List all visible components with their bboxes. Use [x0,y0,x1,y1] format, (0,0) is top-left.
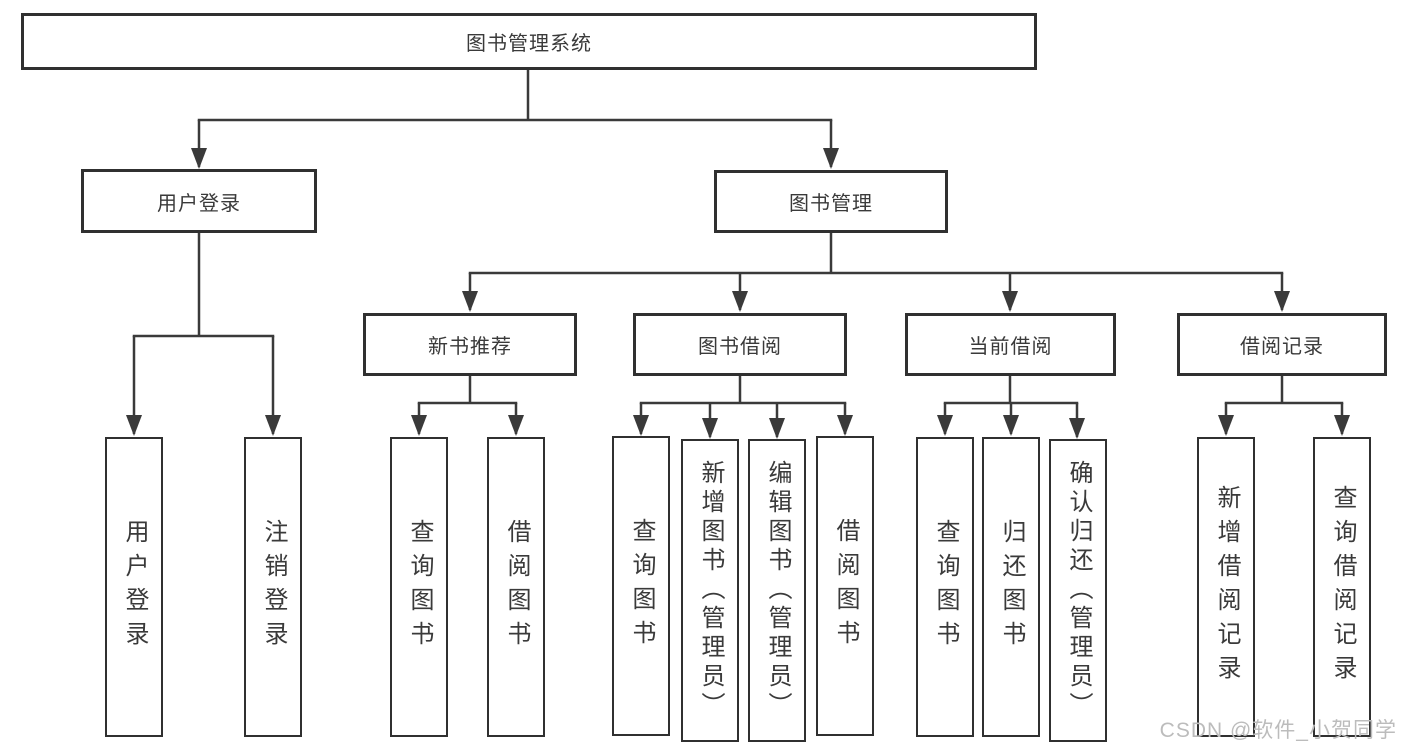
node-label: 新增借阅记录 [1213,485,1240,689]
node-label: 注销登录 [260,519,287,655]
node-label: 用户登录 [121,519,148,655]
leaf-query-books-recommendation: 查询图书 [390,437,448,737]
node-label: 查询借阅记录 [1329,485,1356,689]
node-label: 图书管理 [789,193,873,215]
node-label: 图书借阅 [698,336,782,358]
leaf-add-book-admin: 新增图书（管理员） [681,439,739,742]
node-book-borrowing: 图书借阅 [633,313,847,376]
node-borrowing-records: 借阅记录 [1177,313,1387,376]
leaf-add-borrow-record: 新增借阅记录 [1197,437,1255,737]
node-label: 当前借阅 [968,336,1053,358]
leaf-query-books-current: 查询图书 [916,437,974,737]
node-label: 用户登录 [157,192,241,215]
node-label: 查询图书 [406,519,433,655]
node-book-management: 图书管理 [714,170,948,233]
leaf-user-login: 用户登录 [105,437,163,737]
leaf-logout: 注销登录 [244,437,302,737]
node-new-book-recommendation: 新书推荐 [363,313,577,376]
node-label: 查询图书 [628,518,655,654]
node-label: 借阅图书 [503,519,530,655]
node-library-management-system: 图书管理系统 [21,13,1037,70]
node-label: 图书管理系统 [466,33,592,55]
node-label: 归还图书 [998,519,1025,655]
leaf-edit-book-admin: 编辑图书（管理员） [748,439,806,742]
node-user-login: 用户登录 [81,169,317,233]
node-current-borrowing: 当前借阅 [905,313,1116,376]
leaf-query-books-borrowing: 查询图书 [612,436,670,736]
node-label: 新书推荐 [428,336,512,358]
node-label: 编辑图书（管理员） [764,460,791,721]
node-label: 确认归还（管理员） [1065,460,1092,721]
leaf-return-books: 归还图书 [982,437,1040,737]
leaf-confirm-return-admin: 确认归还（管理员） [1049,439,1107,742]
leaf-borrow-books-recommendation: 借阅图书 [487,437,545,737]
node-label: 查询图书 [932,519,959,655]
leaf-query-borrow-record: 查询借阅记录 [1313,437,1371,737]
node-label: 借阅图书 [832,518,859,654]
node-label: 借阅记录 [1240,336,1324,358]
node-label: 新增图书（管理员） [697,460,724,721]
leaf-borrow-books-borrowing: 借阅图书 [816,436,874,736]
csdn-watermark: CSDN @软件_小贺同学 [1159,719,1397,742]
